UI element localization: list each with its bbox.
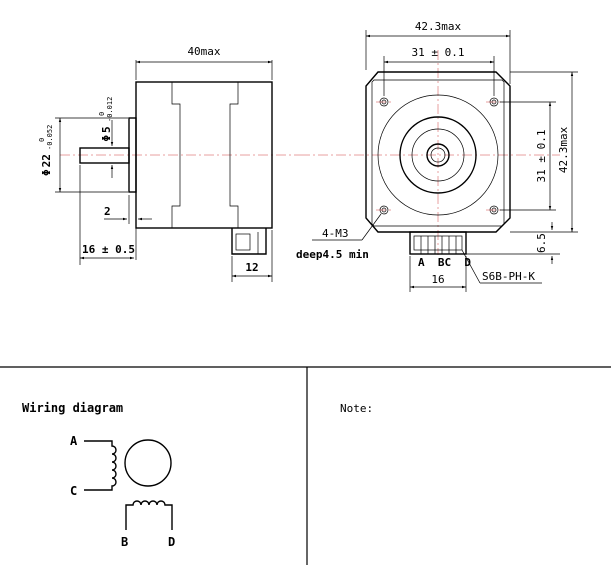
lamination-line-right (229, 82, 239, 228)
front-flange-inner (399, 116, 477, 194)
side-view: 40max Φ5 0 -0.012 Φ22 0 -0.052 2 (38, 45, 300, 282)
pin-a: A (70, 434, 78, 448)
rotor-symbol (124, 439, 172, 487)
dim-shaft-diameter: Φ5 0 -0.012 (98, 97, 114, 142)
dim-hole-spacing-h: 31 ± 0.1 (412, 46, 465, 59)
dim-hole-spacing-v: 31 ± 0.1 (535, 130, 548, 183)
mount-holes-label: 4-M3 (322, 227, 349, 240)
side-connector (231, 228, 267, 255)
wiring-diagram: Wiring diagram A C B D (22, 401, 175, 549)
dim-boss-diameter: Φ22 0 -0.052 (38, 125, 54, 176)
dim-connector-offset: 6.5 (535, 233, 548, 253)
dim-boss-depth: 2 (104, 205, 111, 218)
motor-shaft (79, 147, 130, 164)
dim-shaft-length: 16 ± 0.5 (82, 243, 135, 256)
coil-b-d (125, 500, 173, 530)
lamination-line-left (171, 82, 181, 228)
bottom-panels (0, 366, 611, 565)
notes-panel: Note: (340, 402, 373, 415)
front-pilot (411, 128, 465, 182)
note-title: Note: (340, 402, 373, 415)
connector-model: S6B-PH-K (482, 270, 535, 283)
mount-holes-depth: deep4.5 min (296, 248, 369, 261)
svg-text:-0.052: -0.052 (46, 125, 54, 150)
pin-d: D (168, 535, 175, 549)
front-body (365, 71, 511, 233)
front-shaft-outer (426, 143, 450, 167)
dim-front-width: 42.3max (415, 20, 462, 33)
side-connector-latch (235, 233, 251, 251)
dim-front-height: 42.3max (557, 126, 570, 173)
mounting-holes (376, 97, 502, 215)
dim-length: 40max (187, 45, 220, 58)
svg-text:Φ22: Φ22 (40, 154, 53, 176)
front-view: A BC D 42.3max 31 ± 0.1 31 ± 0.1 42.3max… (296, 20, 578, 292)
pin-c: C (70, 484, 77, 498)
wiring-title: Wiring diagram (22, 401, 123, 415)
front-shaft-inner (430, 147, 446, 163)
front-connector (409, 231, 467, 255)
svg-text:0: 0 (38, 138, 46, 142)
svg-text:Φ5: Φ5 (100, 126, 113, 141)
svg-text:0: 0 (98, 112, 106, 116)
coil-a-c (84, 440, 117, 491)
pin-labels: A BC D (418, 256, 471, 269)
front-flange-outer (377, 94, 499, 216)
pin-b: B (121, 535, 128, 549)
dim-connector-width: 12 (245, 261, 258, 274)
svg-text:-0.012: -0.012 (106, 97, 114, 122)
dim-connector-pitch: 16 (431, 273, 444, 286)
